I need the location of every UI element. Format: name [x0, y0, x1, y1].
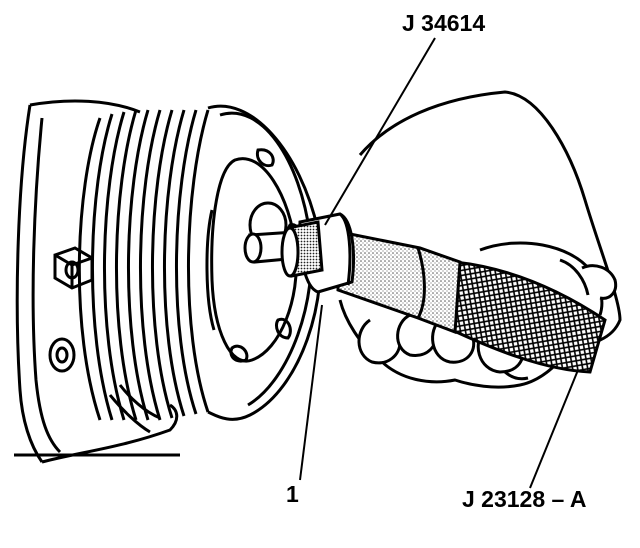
callout-item-1: 1 — [286, 481, 299, 507]
leader-j34614 — [324, 37, 436, 226]
callout-j23128a: J 23128 – A — [462, 486, 587, 512]
leader-j23128 — [529, 369, 579, 489]
callout-j34614: J 34614 — [402, 10, 486, 36]
tool-shaft — [336, 230, 462, 335]
pulley-grooves — [77, 109, 210, 421]
tool-handle — [450, 260, 607, 374]
compressor-housing — [14, 99, 180, 464]
leader-lines — [299, 37, 579, 489]
mount-ear — [48, 337, 161, 434]
socket-tool — [280, 212, 355, 294]
leader-item-1 — [299, 304, 323, 481]
hex-bolt — [53, 246, 94, 290]
